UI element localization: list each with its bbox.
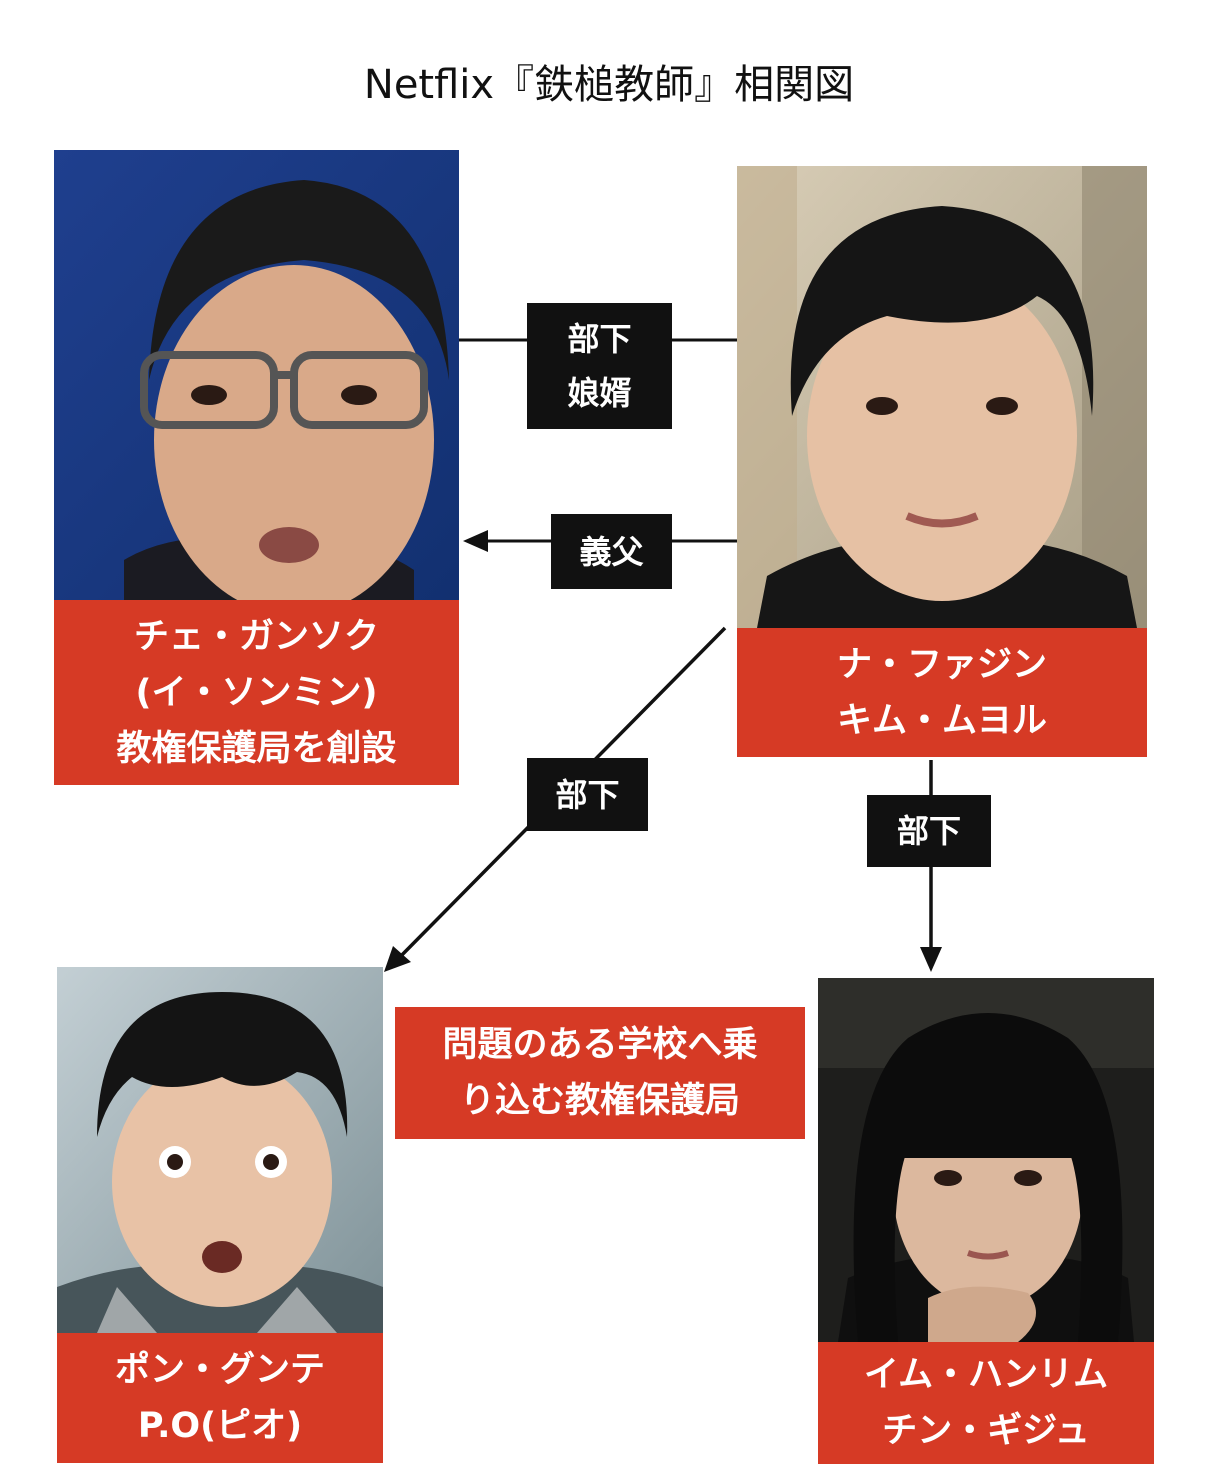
name-label-na: ナ・ファジン キム・ムヨル [737, 628, 1147, 757]
name-pon-role: ポン・グンテ [114, 1350, 325, 1390]
name-na-role: ナ・ファジン [836, 644, 1047, 685]
note-line-2: り込む教権保護局 [459, 1081, 740, 1121]
arrow-head-na-to-pon [384, 946, 411, 972]
relation-label-choi-to-na: 部下 娘婿 [527, 303, 672, 429]
name-label-im: イム・ハンリム チン・ギジュ [818, 1342, 1154, 1464]
portrait-pon [57, 967, 383, 1333]
relation-label-na-to-choi: 義父 [551, 514, 672, 589]
portrait-choi [54, 150, 459, 600]
relation-label-na-to-im: 部下 [867, 795, 991, 867]
arrow-head-na-to-choi [463, 530, 488, 552]
name-label-choi: チェ・ガンソク (イ・ソンミン) 教権保護局を創設 [54, 600, 459, 785]
name-label-pon: ポン・グンテ P.O(ピオ) [57, 1333, 383, 1463]
portrait-im [818, 978, 1154, 1342]
portrait-na [737, 166, 1147, 628]
name-pon-actor: P.O(ピオ) [137, 1406, 303, 1446]
name-choi-actor: (イ・ソンミン) [135, 672, 378, 713]
relation-label-na-to-pon: 部下 [527, 758, 648, 831]
relation-subordinate-pon: 部下 [555, 775, 620, 814]
relation-subordinate: 部下 [567, 320, 632, 358]
name-im-actor: チン・ギジュ [882, 1411, 1090, 1451]
relation-subordinate-im: 部下 [896, 812, 961, 850]
note-line-1: 問題のある学校へ乗 [442, 1025, 758, 1065]
name-choi-role: チェ・ガンソク [133, 616, 379, 657]
diagram-title: Netflix『鉄槌教師』相関図 [363, 62, 855, 108]
name-na-actor: キム・ムヨル [836, 700, 1047, 741]
name-im-role: イム・ハンリム [863, 1355, 1109, 1395]
name-choi-desc: 教権保護局を創設 [116, 728, 397, 769]
relation-father-in-law: 義父 [579, 532, 644, 571]
relation-son-in-law: 娘婿 [567, 374, 632, 412]
arrow-head-na-to-im [920, 947, 942, 972]
note-box: 問題のある学校へ乗 り込む教権保護局 [395, 1007, 805, 1139]
